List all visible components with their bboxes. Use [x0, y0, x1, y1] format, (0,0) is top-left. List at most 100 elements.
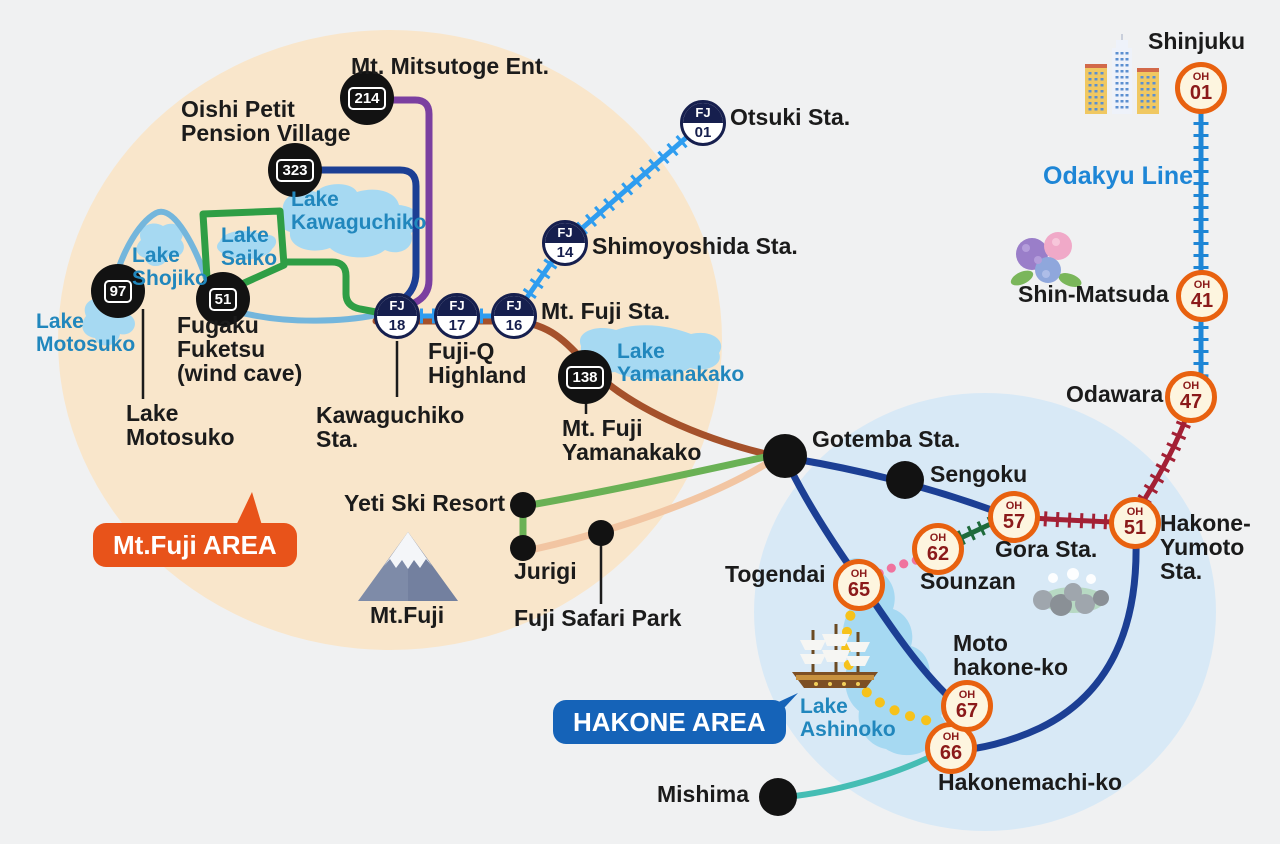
station-badge-oh51[interactable]: OH 51: [1109, 497, 1161, 549]
yeti-bus-line: [532, 453, 769, 508]
label-hakonemachi-ko: Hakonemachi-ko: [938, 769, 1123, 795]
station-badge-oh66[interactable]: OH 66: [925, 722, 977, 774]
label-shin-matsuda: Shin-Matsuda: [1018, 281, 1169, 307]
label-mt-fuji-yamanakako: Mt. Fuji Yamanakako: [562, 415, 702, 465]
oh-station-number: 65: [847, 579, 871, 601]
lake-kawaguchiko-shape: [278, 184, 420, 258]
saiko-branch-line: [280, 258, 380, 316]
gotemba-dot[interactable]: [763, 434, 807, 478]
station-badge-fj14[interactable]: FJ 14: [542, 220, 588, 266]
bus-stop-number: 51: [208, 287, 238, 311]
hakone-area-callout-label: HAKONE AREA: [573, 707, 766, 737]
jurigi-dot[interactable]: [510, 535, 536, 561]
safari-dot[interactable]: [588, 520, 614, 546]
station-badge-fj01[interactable]: FJ 01: [680, 100, 726, 146]
oh-station-number: 47: [1179, 391, 1203, 413]
oh-line-code: OH: [1005, 500, 1023, 512]
label-mt-mitsutoge: Mt. Mitsutoge Ent.: [351, 53, 550, 79]
mitsutoge-bus-line: [387, 96, 433, 313]
station-badge-oh41[interactable]: OH 41: [1176, 270, 1228, 322]
label-lake-saiko: Lake Saiko: [221, 224, 278, 270]
lake-shojiko-shape: [136, 223, 184, 267]
label-jurigi: Jurigi: [514, 558, 577, 584]
safari-bus-line: [531, 458, 773, 553]
lake-yamanakako-shape: [579, 325, 722, 379]
fuji-callout-tail: [233, 492, 264, 532]
mishima-dot[interactable]: [759, 778, 797, 816]
hot-spring-icon: [1033, 568, 1109, 616]
label-lake-yamanakako: Lake Yamanakako: [617, 340, 745, 386]
fj-station-number: 16: [505, 317, 523, 334]
station-badge-oh65[interactable]: OH 65: [833, 559, 885, 611]
oh-line-code: OH: [1193, 279, 1211, 291]
label-gora-sta: Gora Sta.: [995, 536, 1098, 562]
label-odawara: Odawara: [1066, 381, 1164, 407]
bus-stop-number: 138: [566, 365, 604, 389]
mt-fuji-area-circle: [58, 30, 722, 650]
label-mt-fuji-sta: Mt. Fuji Sta.: [541, 298, 671, 324]
station-badge-fj17[interactable]: FJ 17: [434, 293, 480, 339]
bus-stop-badge-214[interactable]: 214: [340, 71, 394, 125]
label-shimoyoshida-sta: Shimoyoshida Sta.: [592, 233, 798, 259]
label-lake-motosuko-stop: Lake Motosuko: [126, 400, 235, 450]
label-lake-motosuko: Lake Motosuko: [36, 310, 136, 356]
oh-station-number: 66: [939, 742, 963, 764]
saiko-loop-line: [199, 207, 288, 288]
hakone-area-circle: [754, 393, 1216, 831]
oh-line-code: OH: [942, 731, 960, 743]
label-lake-shojiko: Lake Shojiko: [132, 244, 208, 290]
mount-fuji-icon: [358, 532, 458, 601]
label-hakone-yumoto-sta: Hakone- Yumoto Sta.: [1160, 510, 1251, 584]
label-moto-hakone-ko: Moto hakone-ko: [953, 630, 1069, 680]
yumoto-hakonemachi-line: [956, 537, 1140, 754]
lake-saiko-shape: [217, 230, 277, 260]
bus-stop-number: 323: [276, 158, 314, 182]
fj-station-number: 18: [388, 317, 406, 334]
oh-station-number: 01: [1189, 82, 1213, 104]
bus-stop-badge-138[interactable]: 138: [558, 350, 612, 404]
label-mt-fuji-peak: Mt.Fuji: [370, 602, 445, 628]
fj-station-number: 14: [556, 244, 574, 261]
hydrangea-icon: [1010, 232, 1082, 287]
fj-line-code: FJ: [377, 296, 417, 316]
label-mishima: Mishima: [657, 781, 750, 807]
sengoku-dot[interactable]: [886, 461, 924, 499]
oh-station-number: 57: [1002, 511, 1026, 533]
label-lake-ashinoko: Lake Ashinoko: [800, 695, 896, 741]
bus-stop-badge-97[interactable]: 97: [91, 264, 145, 318]
label-otsuki-sta: Otsuki Sta.: [730, 104, 851, 130]
fj-station-number: 17: [448, 317, 466, 334]
label-sengoku: Sengoku: [930, 461, 1028, 487]
mishima-bus-line: [792, 750, 941, 799]
oh-line-code: OH: [958, 689, 976, 701]
label-sounzan: Sounzan: [920, 568, 1016, 594]
label-kawaguchiko-sta: Kawaguchiko Sta.: [316, 402, 465, 452]
hakone-area-callout: HAKONE AREA: [553, 700, 786, 744]
label-odakyu-line: Odakyu Line: [1043, 162, 1194, 190]
station-badge-oh62[interactable]: OH 62: [912, 523, 964, 575]
fj-station-number: 01: [694, 124, 712, 141]
station-badge-oh67[interactable]: OH 67: [941, 680, 993, 732]
fj-line-code: FJ: [437, 296, 477, 316]
label-yeti-ski-resort: Yeti Ski Resort: [344, 490, 506, 516]
station-badge-oh57[interactable]: OH 57: [988, 491, 1040, 543]
oh-station-number: 67: [955, 700, 979, 722]
label-fugaku-fuketsu: Fugaku Fuketsu (wind cave): [177, 312, 303, 386]
label-togendai: Togendai: [725, 561, 826, 587]
bus-stop-badge-323[interactable]: 323: [268, 143, 322, 197]
station-badge-fj16[interactable]: FJ 16: [491, 293, 537, 339]
odakyu-railway: [1186, 110, 1209, 404]
station-badge-fj18[interactable]: FJ 18: [374, 293, 420, 339]
oh-line-code: OH: [929, 532, 947, 544]
bus-stop-badge-51[interactable]: 51: [196, 272, 250, 326]
fj-line-code: FJ: [545, 223, 585, 243]
label-fuji-q-highland: Fuji-Q Highland: [428, 338, 527, 388]
label-fuji-safari-park: Fuji Safari Park: [514, 605, 682, 631]
city-buildings-icon: [1085, 34, 1159, 114]
mt-fuji-area-callout: Mt.Fuji AREA: [93, 523, 297, 567]
station-badge-oh01[interactable]: OH 01: [1175, 62, 1227, 114]
station-badge-oh47[interactable]: OH 47: [1165, 371, 1217, 423]
yeti-dot[interactable]: [510, 492, 536, 518]
